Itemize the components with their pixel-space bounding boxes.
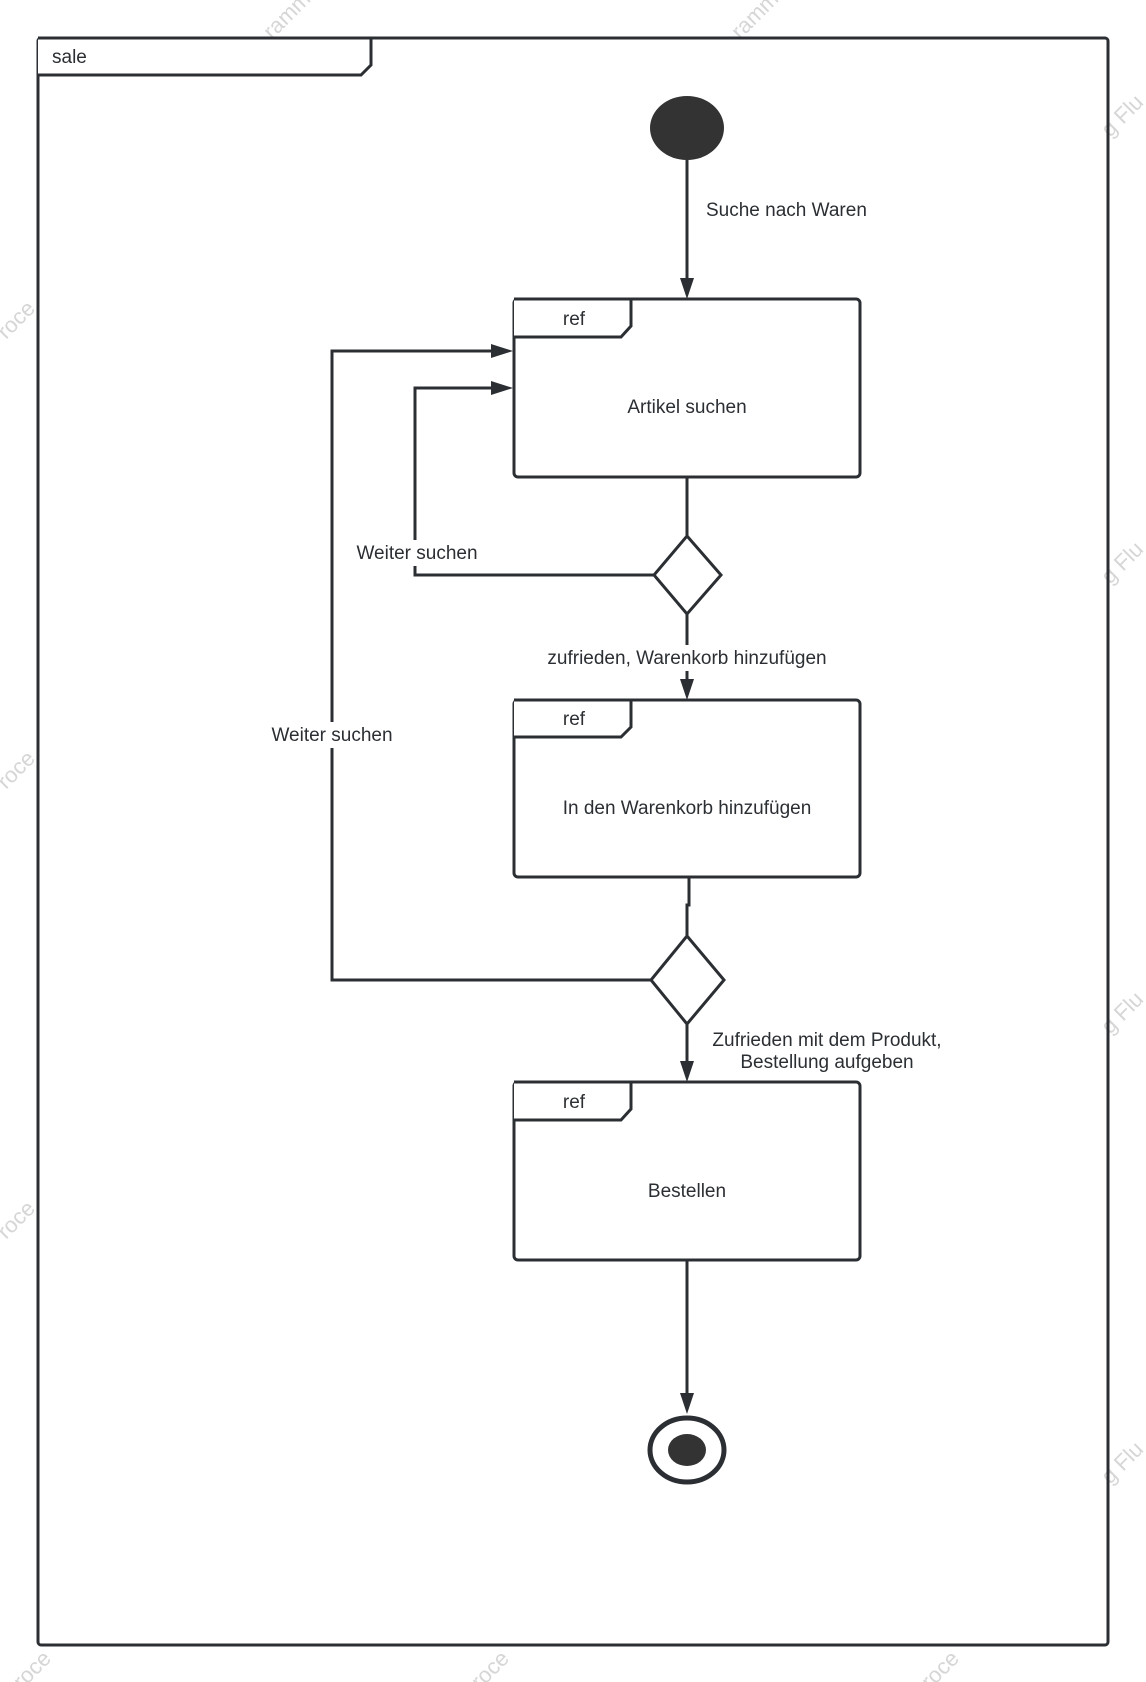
frame-title: sale: [52, 47, 87, 68]
watermark-fragment: roce: [916, 1646, 964, 1682]
watermark-fragment: roce: [0, 746, 40, 794]
edge-label-bg: [354, 540, 480, 566]
watermark-fragment: roce: [466, 1646, 514, 1682]
watermark-fragment: g Flu: [1096, 1436, 1146, 1488]
edge-label-to-order-line2: Bestellung aufgeben: [740, 1052, 913, 1073]
edge-label-start-to-search: Suche nach Waren: [706, 200, 867, 221]
arrowhead: [491, 344, 513, 358]
ref-tag: ref: [563, 709, 586, 730]
ref-tab: [514, 297, 633, 339]
edge-label-to-order-line1: Zufrieden mit dem Produkt,: [712, 1030, 941, 1051]
ref-node-order: ref Bestellen: [512, 1080, 862, 1262]
edge-loop-outer: [330, 349, 651, 982]
arrowhead: [680, 1393, 694, 1414]
edge-labels: Suche nach Waren Weiter suchen zufrieden…: [268, 200, 942, 1073]
watermark-fragment: g Flu: [1096, 89, 1146, 141]
arrowhead: [680, 1061, 694, 1082]
edge-label-bg: [540, 645, 834, 671]
ref-tab: [514, 698, 633, 739]
edges: [330, 158, 694, 1414]
ref-tag: ref: [563, 309, 586, 330]
watermark-fragment: g Flu: [1096, 986, 1146, 1038]
watermark-fragment: roce: [0, 1196, 40, 1244]
sale-frame: sale: [36, 36, 1110, 1647]
ref-tag: ref: [563, 1092, 586, 1113]
ref-tab: [514, 1080, 633, 1122]
final-node: [647, 1415, 727, 1485]
node-label: Artikel suchen: [627, 397, 746, 418]
node-label: Bestellen: [648, 1181, 726, 1202]
edge-label-bg: [268, 722, 396, 748]
decision-node-1: [652, 533, 723, 617]
initial-node: [650, 96, 724, 160]
ref-node-cart: ref In den Warenkorb hinzufügen: [512, 698, 862, 879]
watermark-fragment: g Flu: [1096, 536, 1146, 588]
arrowhead: [680, 679, 694, 700]
watermark-fragment: roce: [0, 296, 40, 344]
edge-label-to-cart: zufrieden, Warenkorb hinzufügen: [547, 648, 826, 669]
ref-node-search: ref Artikel suchen: [512, 297, 862, 479]
edge-cart-to-decision: [685, 877, 691, 936]
frame-title-tab: [38, 36, 373, 77]
node-box: [512, 1080, 862, 1262]
edge-label-loop-inner: Weiter suchen: [356, 543, 477, 564]
edge-label-loop-outer: Weiter suchen: [271, 725, 392, 746]
node-label: In den Warenkorb hinzufügen: [563, 798, 812, 819]
watermark-fragment: roce: [8, 1646, 56, 1682]
node-box: [512, 698, 862, 879]
decision-node-2: [649, 933, 726, 1027]
frame-border: [36, 36, 1110, 1647]
node-box: [512, 297, 862, 479]
final-node-dot: [668, 1434, 706, 1466]
edge-loop-inner: [413, 386, 654, 577]
arrowhead: [680, 278, 694, 299]
arrowhead: [491, 381, 513, 395]
